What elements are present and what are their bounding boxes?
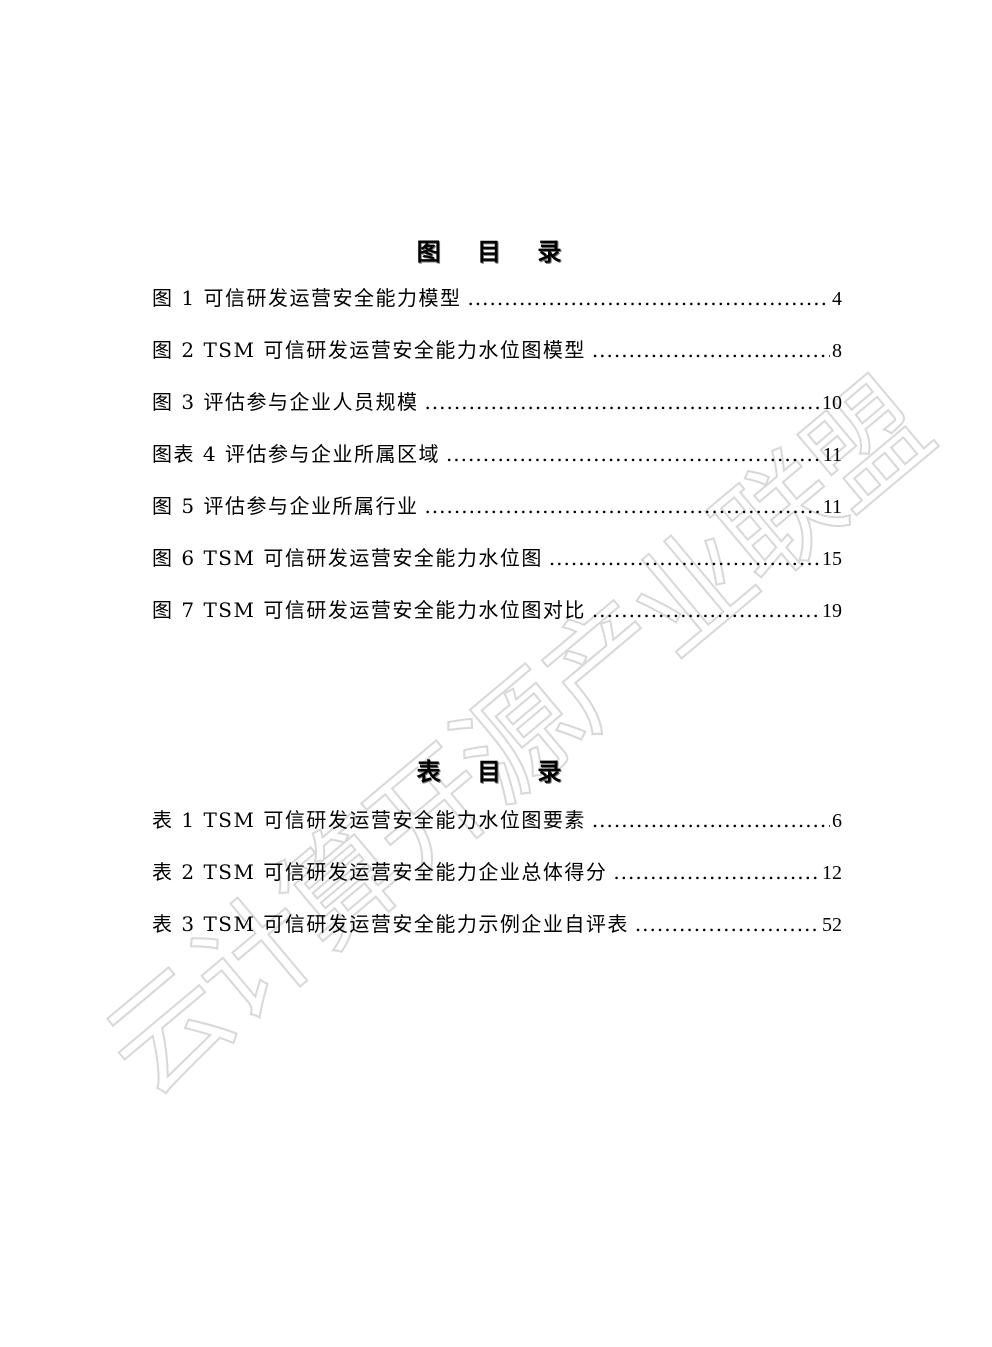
toc-page-number: 12: [822, 862, 842, 884]
toc-entry-figure-2[interactable]: 图 2 TSM 可信研发运营安全能力水位图模型 8: [152, 336, 842, 388]
toc-entry-table-2[interactable]: 表 2 TSM 可信研发运营安全能力企业总体得分 12: [152, 858, 842, 910]
toc-leader-dots: [592, 806, 830, 834]
toc-entry-label: 图 1 可信研发运营安全能力模型: [152, 286, 462, 310]
toc-entry-table-1[interactable]: 表 1 TSM 可信研发运营安全能力水位图要素 6: [152, 806, 842, 858]
toc-page-number: 19: [822, 600, 842, 622]
figures-toc-title: 图 目 录: [416, 237, 576, 266]
toc-page-number: 15: [822, 548, 842, 570]
toc-leader-dots: [424, 492, 820, 520]
toc-leader-dots: [467, 284, 830, 312]
toc-entry-label: 图 7 TSM 可信研发运营安全能力水位图对比: [152, 598, 586, 622]
toc-page-number: 4: [832, 288, 842, 310]
toc-entry-label: 表 1 TSM 可信研发运营安全能力水位图要素: [152, 808, 586, 832]
toc-leader-dots: [592, 336, 830, 364]
toc-leader-dots: [549, 544, 820, 572]
toc-entry-figure-7[interactable]: 图 7 TSM 可信研发运营安全能力水位图对比 19: [152, 596, 842, 648]
toc-entry-label: 图表 4 评估参与企业所属区域: [152, 442, 440, 466]
toc-leader-dots: [424, 388, 820, 416]
toc-leader-dots: [592, 596, 820, 624]
toc-leader-dots: [635, 910, 820, 938]
toc-page-number: 11: [822, 496, 842, 518]
toc-leader-dots: [613, 858, 820, 886]
toc-entry-label: 图 3 评估参与企业人员规模: [152, 390, 419, 414]
toc-entry-label: 图 6 TSM 可信研发运营安全能力水位图: [152, 546, 543, 570]
toc-entry-figure-3[interactable]: 图 3 评估参与企业人员规模 10: [152, 388, 842, 440]
toc-entry-label: 图 2 TSM 可信研发运营安全能力水位图模型: [152, 338, 586, 362]
toc-page-number: 52: [822, 914, 842, 936]
toc-entry-label: 表 2 TSM 可信研发运营安全能力企业总体得分: [152, 860, 608, 884]
toc-entry-figure-4[interactable]: 图表 4 评估参与企业所属区域 11: [152, 440, 842, 492]
toc-entry-label: 图 5 评估参与企业所属行业: [152, 494, 419, 518]
toc-page-number: 11: [822, 444, 842, 466]
toc-leader-dots: [446, 440, 821, 468]
toc-page-number: 6: [832, 810, 842, 832]
toc-entry-figure-1[interactable]: 图 1 可信研发运营安全能力模型 4: [152, 284, 842, 336]
tables-toc-list: 表 1 TSM 可信研发运营安全能力水位图要素 6 表 2 TSM 可信研发运营…: [152, 806, 842, 962]
figures-toc-list: 图 1 可信研发运营安全能力模型 4 图 2 TSM 可信研发运营安全能力水位图…: [152, 284, 842, 648]
toc-page-number: 8: [832, 340, 842, 362]
toc-entry-label: 表 3 TSM 可信研发运营安全能力示例企业自评表: [152, 912, 629, 936]
toc-page-number: 10: [822, 392, 842, 414]
toc-entry-figure-5[interactable]: 图 5 评估参与企业所属行业 11: [152, 492, 842, 544]
toc-entry-table-3[interactable]: 表 3 TSM 可信研发运营安全能力示例企业自评表 52: [152, 910, 842, 962]
tables-toc-title: 表 目 录: [416, 757, 576, 786]
toc-entry-figure-6[interactable]: 图 6 TSM 可信研发运营安全能力水位图 15: [152, 544, 842, 596]
